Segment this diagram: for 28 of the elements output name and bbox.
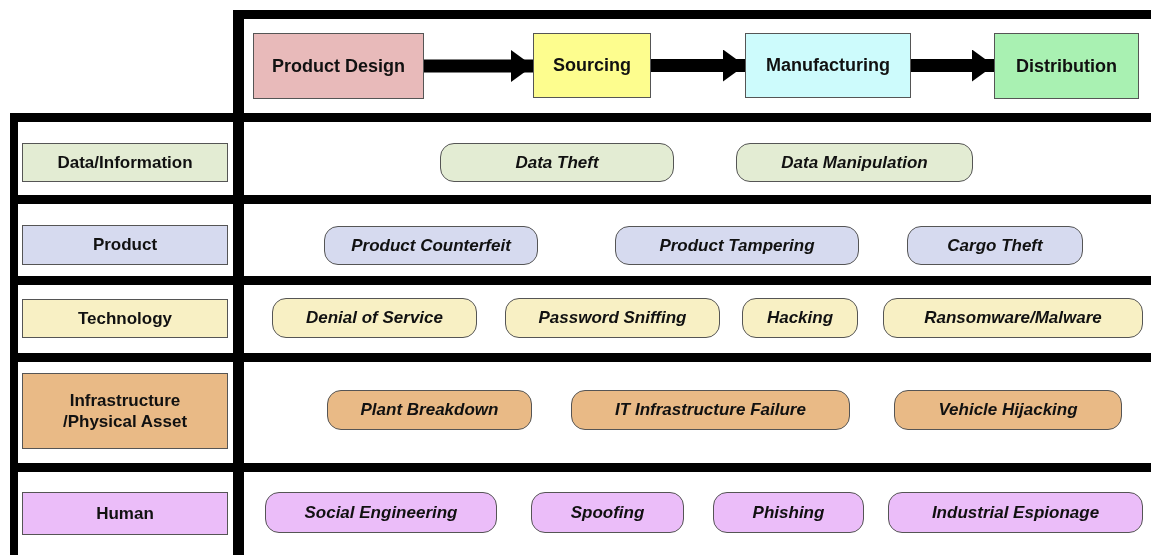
process-box: Sourcing <box>533 33 651 98</box>
threat-pill: Data Theft <box>440 143 674 182</box>
threat-pill: Denial of Service <box>272 298 477 338</box>
threat-pill: Ransomware/Malware <box>883 298 1143 338</box>
threat-pill: Data Manipulation <box>736 143 973 182</box>
process-box: Distribution <box>994 33 1139 99</box>
category-box: Infrastructure /Physical Asset <box>22 373 228 449</box>
block-arrow <box>424 50 533 82</box>
threat-pill: Phishing <box>713 492 864 533</box>
threat-pill: Password Sniffing <box>505 298 720 338</box>
threat-pill: Spoofing <box>531 492 684 533</box>
category-box: Human <box>22 492 228 535</box>
block-arrow <box>651 49 745 82</box>
process-box: Product Design <box>253 33 424 99</box>
threat-pill: Social Engineering <box>265 492 497 533</box>
threat-pill: Plant Breakdown <box>327 390 532 430</box>
threat-pill: Cargo Theft <box>907 226 1083 265</box>
threat-pill: Industrial Espionage <box>888 492 1143 533</box>
threat-pill: IT Infrastructure Failure <box>571 390 850 430</box>
threat-pill: Hacking <box>742 298 858 338</box>
threat-pill: Vehicle Hijacking <box>894 390 1122 430</box>
threat-pill: Product Tampering <box>615 226 859 265</box>
threat-pill: Product Counterfeit <box>324 226 538 265</box>
process-box: Manufacturing <box>745 33 911 98</box>
category-box: Technology <box>22 299 228 338</box>
category-box: Product <box>22 225 228 265</box>
category-box: Data/Information <box>22 143 228 182</box>
block-arrow <box>911 49 994 82</box>
